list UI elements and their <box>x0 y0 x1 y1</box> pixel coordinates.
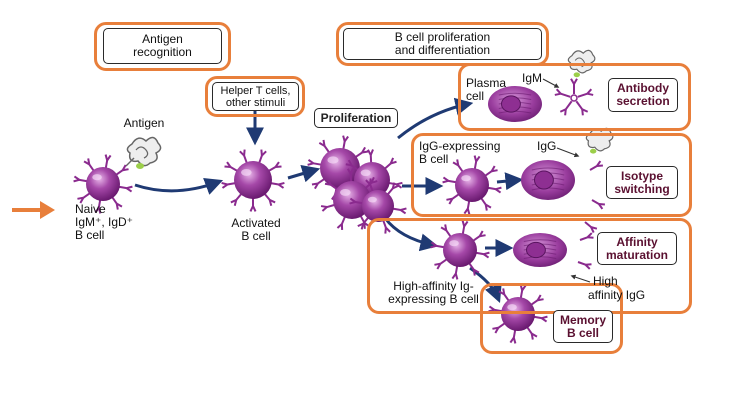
plasma-cell-top <box>488 86 542 122</box>
outcome-affinity-maturation: Affinity maturation <box>597 232 677 265</box>
header-antigen-recognition: Antigen recognition <box>103 28 222 64</box>
igg-expressing-b-cell <box>442 155 502 215</box>
arrow-to-plasma <box>397 97 474 140</box>
highlight-isotype-switching <box>411 133 692 217</box>
arrow-naive-to-activated <box>134 177 224 195</box>
high-affinity-cell-label: High-affinity Ig- expressing B cell <box>388 279 479 306</box>
header-proliferation-differentiation: B cell proliferation and differentiation <box>343 28 542 60</box>
proliferating-cell-4 <box>349 178 407 234</box>
igg-label: IgG <box>537 139 557 153</box>
naive-label-line2: IgM⁺, IgD⁺ <box>75 215 134 229</box>
antibody-icon <box>577 261 592 270</box>
helper-t-box: Helper T cells, other stimuli <box>212 82 299 111</box>
antibody-icon <box>579 232 594 241</box>
highlight-affinity-maturation <box>367 218 692 314</box>
igm-label: IgM <box>522 71 543 85</box>
proliferation-label: Proliferation <box>314 108 398 128</box>
arrow-to-high-affinity <box>383 217 439 252</box>
antibody-icon <box>584 221 598 234</box>
high-affinity-igg-label-1: High <box>593 274 618 288</box>
highlight-helper-t <box>205 76 305 117</box>
arrow-igg-to-plasma <box>496 172 524 191</box>
highlight-antibody-secretion <box>458 63 691 131</box>
igg-expressing-label: IgG-expressing B cell <box>419 139 501 166</box>
outcome-antibody-secretion: Antibody secretion <box>608 78 678 112</box>
antigen-label: Antigen <box>123 116 165 130</box>
antibody-icon <box>591 199 605 210</box>
igm-pentamer-icon <box>554 78 594 116</box>
outcome-isotype-switching: Isotype switching <box>606 166 678 199</box>
naive-b-cell <box>73 154 133 214</box>
naive-label-line3: B cell <box>75 228 105 242</box>
plasma-cell-affinity <box>513 233 567 267</box>
highlight-memory-b-cell <box>480 283 623 354</box>
high-affinity-igg-label-2: affinity IgG <box>588 288 646 302</box>
plasma-cell-label: Plasma cell <box>466 76 507 103</box>
memory-b-cell <box>488 284 548 344</box>
antigen-molecule-icon <box>125 136 162 169</box>
orange-pointer-arrow <box>12 201 55 219</box>
activated-label: Activated B cell <box>231 216 281 243</box>
high-affinity-b-cell <box>430 220 490 280</box>
plasma-cell-igg <box>521 160 575 200</box>
outcome-memory-b-cell: Memory B cell <box>553 310 613 343</box>
naive-label-line1: Naive <box>75 202 106 216</box>
highlight-proliferation-header <box>336 22 549 66</box>
antibody-icon <box>589 160 603 171</box>
activated-b-cell <box>221 149 285 212</box>
highlight-antigen-recognition <box>94 22 231 71</box>
arrow-activated-to-proliferation <box>287 164 321 183</box>
